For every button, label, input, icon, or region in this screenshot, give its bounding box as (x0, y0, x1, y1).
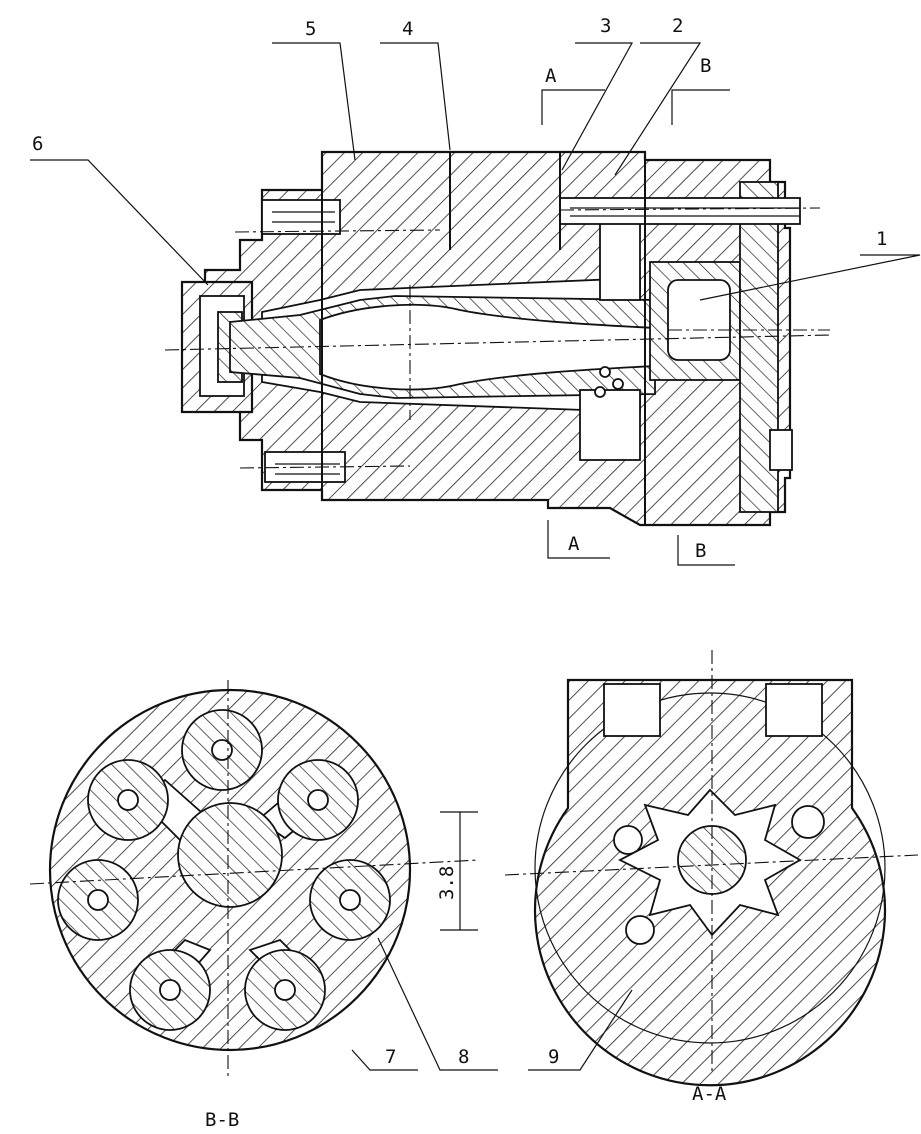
section-aa-view: A-A (504, 650, 919, 1105)
bolts (261, 197, 801, 483)
label-8: 8 (458, 1046, 469, 1068)
leader-lines (30, 42, 921, 566)
label-5: 5 (305, 18, 316, 40)
bb-shaft (177, 802, 283, 908)
section-a-top: A (545, 65, 557, 87)
label-2: 2 (672, 15, 683, 37)
section-b-bottom: B (695, 540, 706, 562)
caption-aa: A-A (692, 1083, 727, 1105)
caption-bb: B-B (205, 1109, 239, 1131)
section-bb-view: 3.8 B-B (29, 680, 479, 1131)
bb-rollers (57, 709, 391, 1031)
part-labels: 5 4 3 2 6 1 A B A B (32, 15, 887, 562)
label-1: 1 (876, 228, 887, 250)
label-6: 6 (32, 133, 43, 155)
bottom-leaders: 7 8 9 (351, 937, 633, 1071)
label-4: 4 (402, 18, 413, 40)
label-7: 7 (385, 1046, 396, 1068)
dimension-3-8: 3.8 (436, 866, 458, 900)
label-9: 9 (548, 1046, 559, 1068)
section-a-bottom: A (568, 533, 580, 555)
label-3: 3 (600, 15, 611, 37)
section-b-top: B (700, 55, 711, 77)
main-section-view (164, 150, 831, 527)
